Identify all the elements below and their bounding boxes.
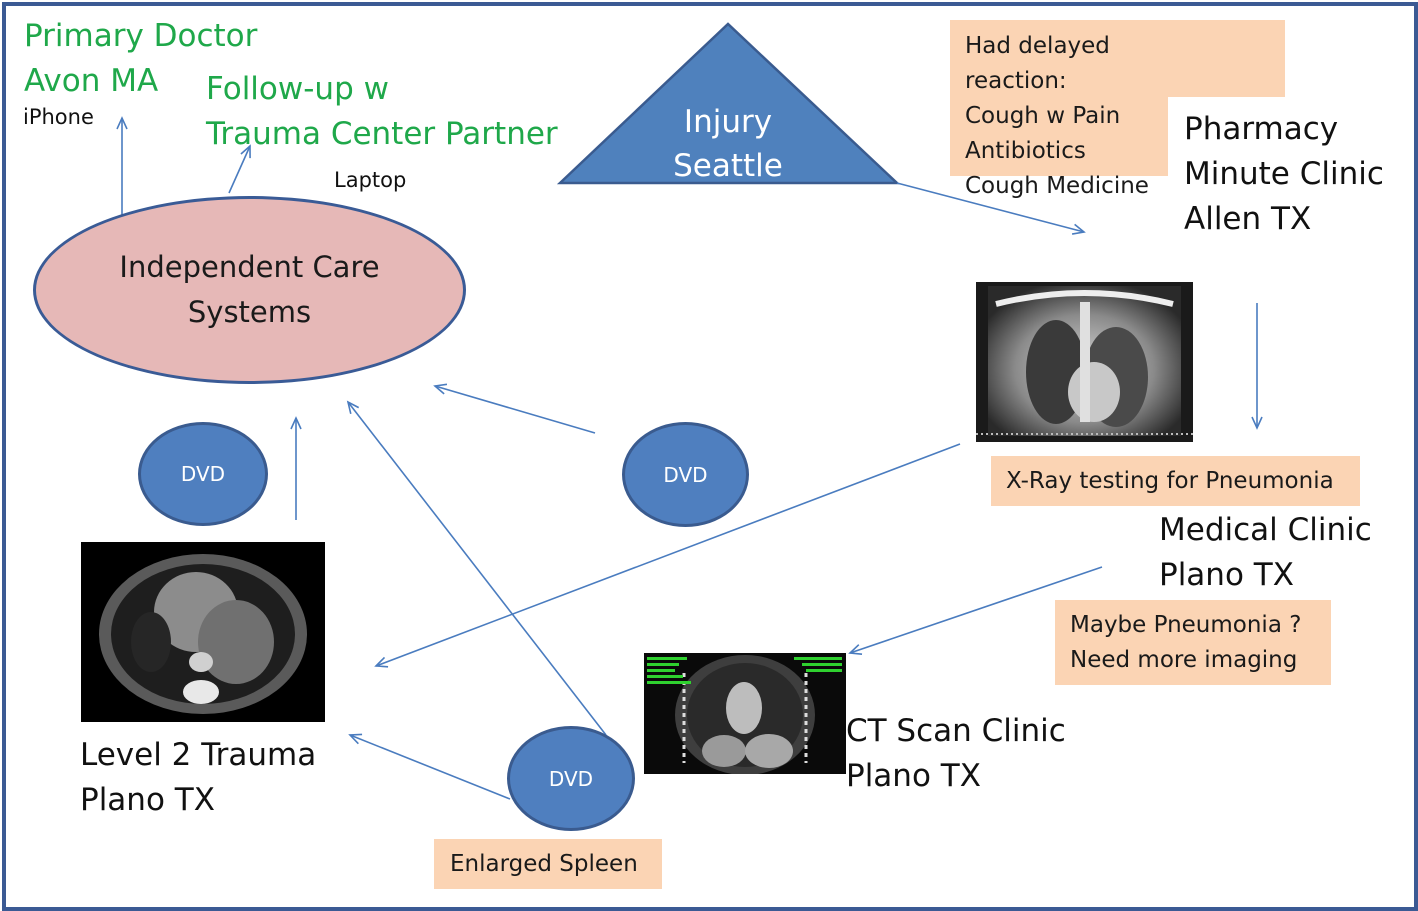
medical-line2: Plano TX [1159, 557, 1294, 593]
medical-clinic-label: Medical Clinic Plano TX [1159, 508, 1372, 598]
arrow-medical-to-ct [848, 566, 1103, 655]
ct-line1: CT Scan Clinic [846, 713, 1066, 749]
primary-doctor-line2: Avon MA [24, 63, 159, 99]
laptop-label: Laptop [334, 168, 407, 192]
arrow-injury-to-pharmacy [896, 182, 1086, 235]
pharmacy-line1: Pharmacy [1184, 111, 1339, 147]
care-line1: Independent Care [119, 250, 380, 285]
followup-line1: Follow-up w [206, 71, 389, 107]
followup-line2: Trauma Center Partner [206, 116, 558, 152]
delayed-line4: Cough Medicine [965, 173, 1149, 199]
arrow-xray-to-trauma [374, 443, 961, 668]
delayed-line3: Antibiotics [965, 138, 1086, 164]
dvd-disc-right: DVD [622, 422, 749, 527]
injury-label: Injury Seattle [648, 100, 808, 188]
delayed-reaction-note-top [950, 20, 1285, 97]
arrow-care-to-followup [228, 144, 251, 194]
trauma-line1: Level 2 Trauma [80, 737, 317, 773]
enlarged-spleen-note: Enlarged Spleen [434, 839, 662, 889]
independent-care-systems: Independent Care Systems [33, 196, 466, 384]
pharmacy-line2: Minute Clinic [1184, 156, 1384, 192]
trauma-label: Level 2 Trauma Plano TX [80, 733, 316, 823]
pneumonia-line1: Maybe Pneumonia ? [1070, 612, 1302, 638]
arrow-dvd-right-to-care [433, 383, 596, 434]
dvd-disc-left: DVD [138, 422, 268, 526]
axial-ct-image [81, 542, 325, 722]
arrow-dvd-bottom-to-trauma [348, 733, 511, 800]
chest-xray-image [976, 282, 1193, 442]
injury-line1: Injury [683, 104, 773, 140]
ct-line2: Plano TX [846, 758, 981, 794]
medical-line1: Medical Clinic [1159, 512, 1372, 548]
pneumonia-note: Maybe Pneumonia ? Need more imaging [1055, 600, 1331, 685]
delayed-line1: Had delayed reaction: [965, 33, 1110, 94]
pharmacy-label: Pharmacy Minute Clinic Allen TX [1184, 107, 1384, 242]
xray-note: X-Ray testing for Pneumonia [991, 456, 1360, 506]
injury-line2: Seattle [673, 148, 783, 184]
ct-scan-image [644, 653, 846, 774]
pharmacy-line3: Allen TX [1184, 201, 1312, 237]
arrow-dvd-bottom-to-care [346, 400, 607, 736]
injury-triangle [556, 22, 901, 185]
iphone-label: iPhone [23, 105, 94, 129]
delayed-line2: Cough w Pain [965, 103, 1121, 129]
care-line2: Systems [187, 295, 312, 329]
primary-doctor-line1: Primary Doctor [24, 18, 258, 54]
ct-clinic-label: CT Scan Clinic Plano TX [846, 709, 1066, 799]
dvd-disc-bottom: DVD [507, 726, 635, 831]
delayed-reaction-note: Had delayed reaction: Cough w Pain Antib… [950, 20, 1168, 199]
trauma-line2: Plano TX [80, 782, 215, 818]
pneumonia-line2: Need more imaging [1070, 647, 1298, 673]
